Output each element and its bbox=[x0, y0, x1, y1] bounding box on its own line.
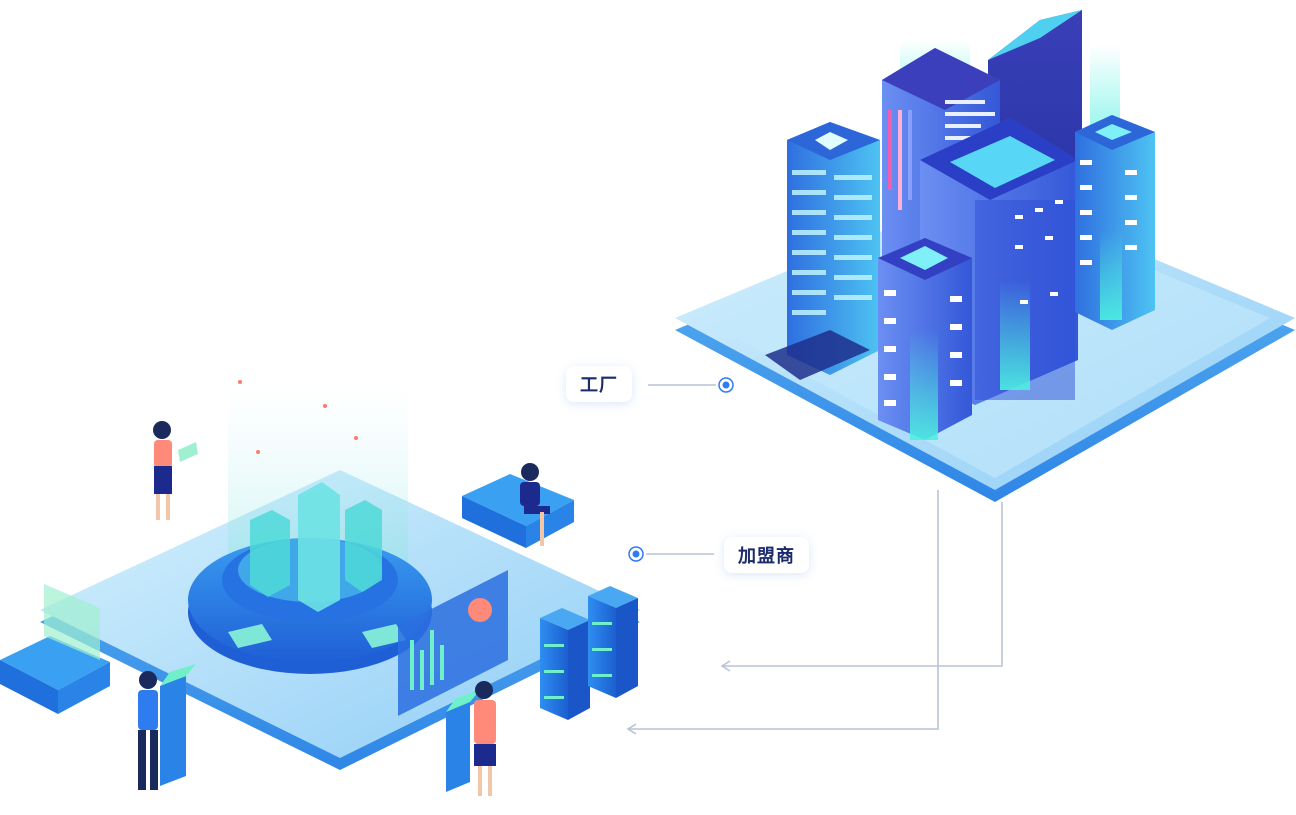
person-with-tablet bbox=[153, 421, 198, 520]
franchisee-illustration bbox=[0, 380, 640, 796]
person-at-kiosk-right bbox=[474, 681, 496, 796]
kiosk-right bbox=[446, 690, 480, 792]
server-racks bbox=[540, 586, 638, 720]
person-sitting bbox=[520, 463, 550, 546]
chart-panel bbox=[398, 570, 508, 716]
hologram-particles bbox=[238, 380, 358, 454]
connector-lines bbox=[626, 384, 1003, 735]
factory-city-illustration bbox=[675, 10, 1295, 502]
factory-label: 工厂 bbox=[566, 366, 632, 402]
factory-connector-dot bbox=[718, 377, 734, 393]
front-tower bbox=[878, 238, 972, 440]
kiosk-left bbox=[160, 664, 196, 786]
hexagon-tower bbox=[787, 122, 880, 375]
person-at-kiosk-left bbox=[138, 671, 158, 790]
left-terminal-block bbox=[0, 584, 110, 714]
franchisee-connector-dot bbox=[628, 546, 644, 562]
central-data-disc bbox=[188, 482, 432, 674]
right-tower bbox=[1075, 115, 1155, 330]
franchisee-label: 加盟商 bbox=[724, 537, 809, 573]
